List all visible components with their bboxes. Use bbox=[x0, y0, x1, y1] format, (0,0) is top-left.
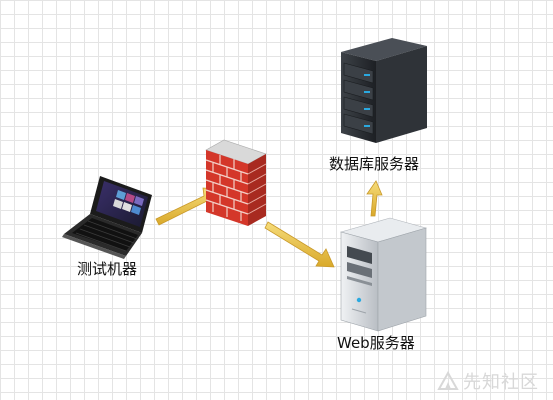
watermark-text: 先知社区 bbox=[463, 372, 539, 393]
server-rack-icon bbox=[341, 38, 427, 143]
edge-web-server-to-db-server bbox=[366, 180, 383, 217]
watermark-logo-icon bbox=[437, 371, 459, 390]
firewall-icon bbox=[205, 139, 267, 226]
watermark: 先知社区 bbox=[437, 368, 539, 394]
laptop-icon bbox=[62, 176, 152, 259]
edge-firewall-to-web-server bbox=[264, 221, 335, 268]
label-db-server: 数据库服务器 bbox=[329, 155, 420, 173]
label-web-server: Web服务器 bbox=[337, 334, 415, 352]
label-test-machine: 测试机器 bbox=[77, 260, 138, 278]
server-tower-icon bbox=[339, 217, 428, 332]
